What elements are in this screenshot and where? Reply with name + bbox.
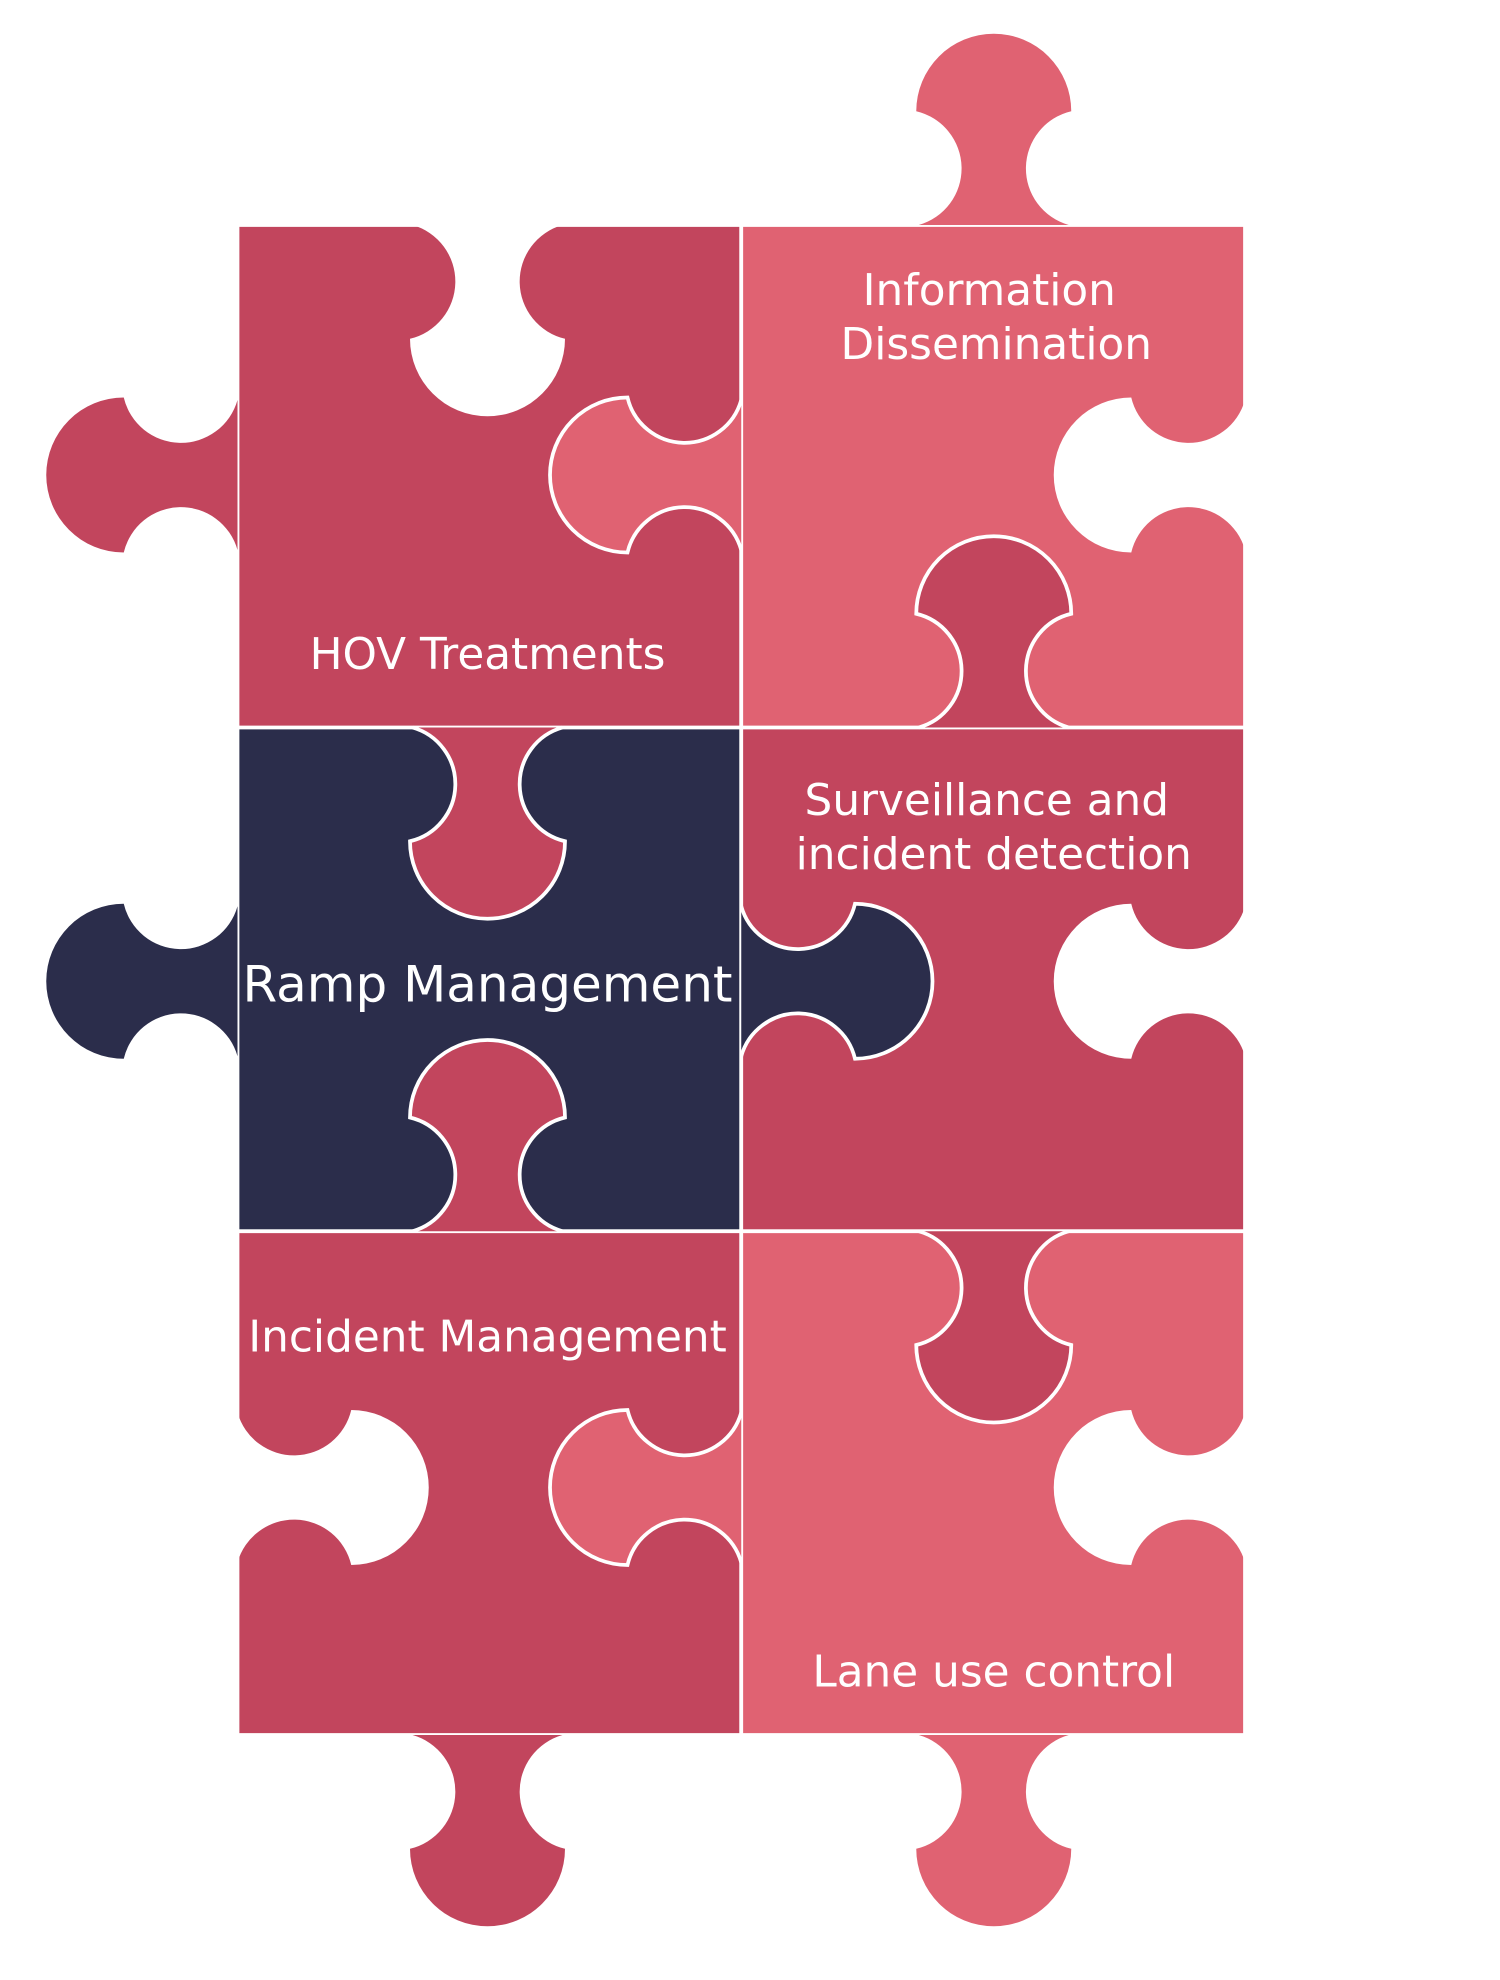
puzzle-tab — [46, 397, 238, 553]
incident-management-label: Incident Management — [248, 1311, 727, 1362]
information-dissemination-label: Information Dissemination — [841, 265, 1152, 370]
puzzle-blank — [410, 225, 565, 417]
puzzle-tab — [46, 903, 238, 1059]
puzzle-tab — [739, 901, 935, 1061]
label-line: Information — [863, 265, 1116, 316]
puzzle-tab — [916, 1735, 1072, 1927]
puzzle-tab — [914, 534, 1074, 730]
label-line: Dissemination — [841, 319, 1152, 370]
puzzle-blank — [1053, 397, 1245, 553]
puzzle-tab — [408, 725, 567, 921]
puzzle-blank — [1053, 1410, 1245, 1565]
puzzle-tab — [408, 1038, 567, 1234]
puzzle-tab — [410, 1735, 565, 1927]
ramp-management-label: Ramp Management — [243, 955, 733, 1013]
label-line: incident detection — [796, 829, 1192, 880]
puzzle-blank — [1053, 903, 1245, 1059]
puzzle-tab — [916, 33, 1072, 225]
puzzle-tab — [914, 1229, 1074, 1425]
puzzle-tab — [548, 1408, 744, 1567]
label-line: Surveillance and — [805, 775, 1169, 826]
hov-treatments-label: HOV Treatments — [310, 629, 666, 680]
puzzle-tab — [548, 395, 744, 555]
lane-use-control-label: Lane use control — [812, 1646, 1175, 1697]
puzzle-blank — [237, 1410, 429, 1565]
surveillance-label: Surveillance and incident detection — [796, 775, 1192, 880]
